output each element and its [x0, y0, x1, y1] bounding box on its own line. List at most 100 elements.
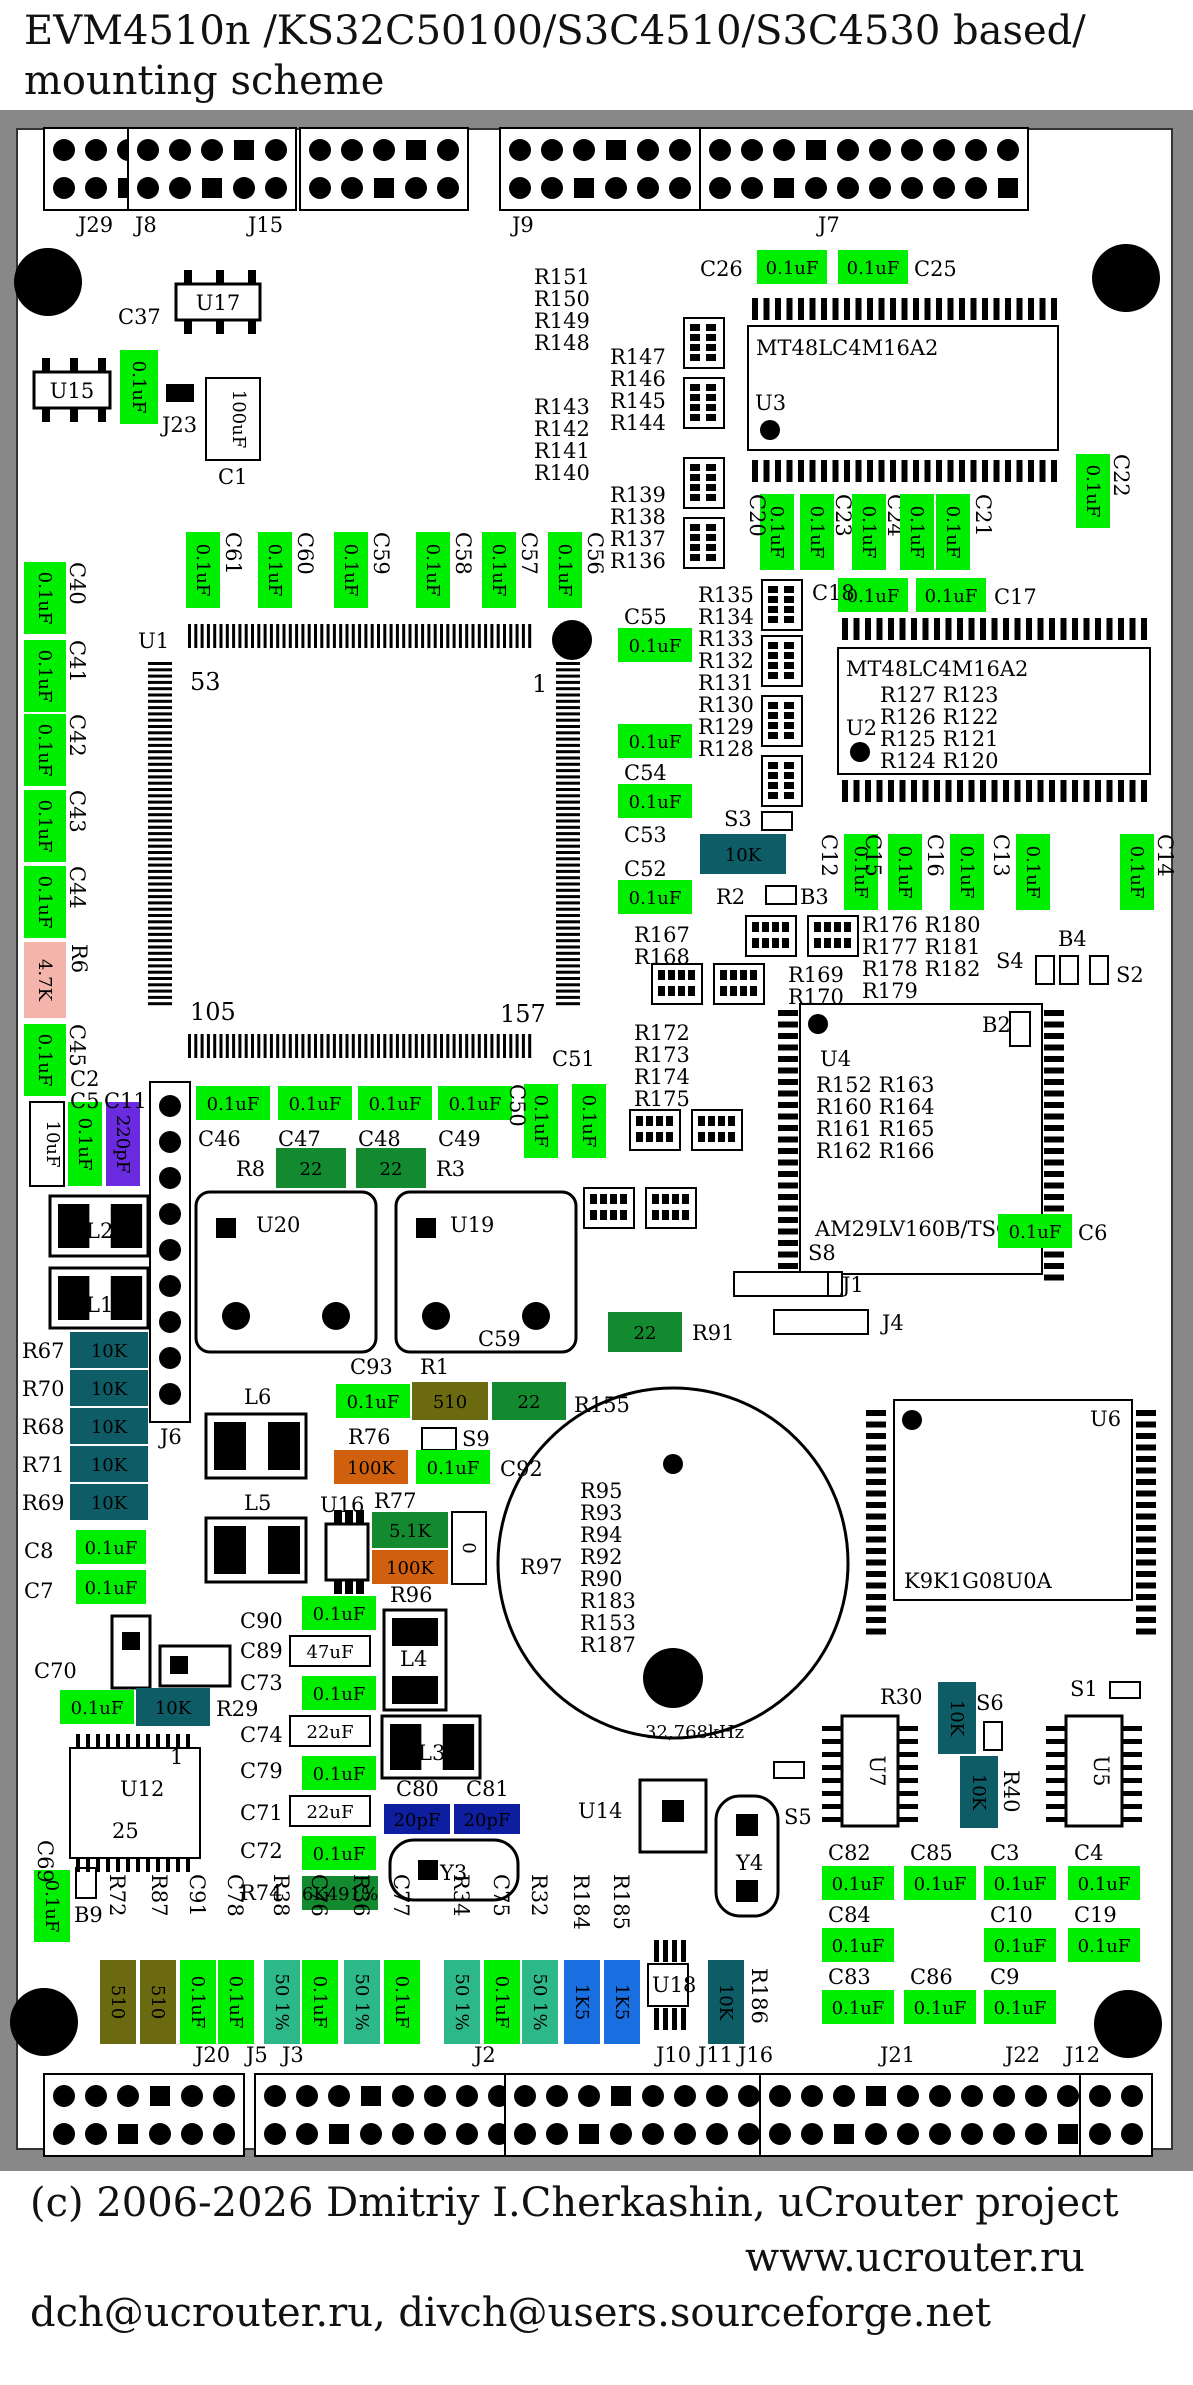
capacitor-label-c86: C86: [910, 1965, 953, 1989]
resistor-array-h4-pad: [740, 970, 747, 980]
capacitor-label-c54: C54: [624, 761, 667, 785]
ic-u18-pin: [1046, 1778, 1066, 1783]
capacitor-c58-value: 0.1uF: [422, 544, 443, 597]
u1-pin: [288, 624, 292, 648]
header-j3-pin: [329, 2124, 349, 2144]
resistor-label-r67: R67: [22, 1339, 65, 1363]
capacitor-mid-3-body: [618, 784, 692, 818]
u1-pin: [556, 832, 580, 836]
capacitor-label-c59b: C59: [478, 1327, 521, 1351]
u1-pin: [320, 624, 324, 648]
u1-pin: [383, 624, 387, 648]
resistor-array-h4-pad: [740, 986, 747, 996]
capacitor-c42-value: 0.1uF: [34, 724, 55, 777]
regulator-u17-label: U17: [196, 291, 240, 315]
u3-pin: [878, 460, 885, 482]
u1-pin: [556, 743, 580, 747]
u1-pin: [395, 624, 399, 648]
u12-pin: [116, 1858, 120, 1872]
ic-u18-pin: [1122, 1739, 1142, 1744]
u2-ref-label: U2: [846, 716, 877, 740]
bottom-label-r38: R38: [269, 1874, 293, 1917]
header-j12-pin: [1121, 2123, 1143, 2145]
u1-pin: [320, 1034, 324, 1058]
u3-pin: [924, 460, 931, 482]
header-j20-pin: [53, 2123, 75, 2145]
switch-s4: [1035, 955, 1055, 985]
capacitor-label-c37: C37: [118, 305, 161, 329]
u1-pin: [148, 781, 172, 785]
bottom-label-r87: R87: [147, 1874, 171, 1917]
u12-pin: [166, 1858, 170, 1872]
resistor-r40-value: 10K: [968, 1774, 989, 1811]
u1-pin: [556, 680, 580, 684]
u4-resistor-label: R161 R165: [816, 1117, 934, 1141]
u4-resistor-label: R162 R166: [816, 1139, 934, 1163]
u2-pin: [1083, 780, 1090, 802]
u1-pin: [477, 624, 481, 648]
capacitor-label-c72: C72: [240, 1839, 283, 1863]
u3-pin: [1039, 460, 1046, 482]
u6-pin: [866, 1571, 886, 1577]
capacitor-c3-value: 0.1uF: [994, 1874, 1047, 1895]
header-j20-pin: [85, 2123, 107, 2145]
u1-pin: [556, 731, 580, 735]
connector-j6-pin: [159, 1131, 181, 1153]
u6-pin: [866, 1444, 886, 1451]
u5-pin: [672, 1940, 677, 1962]
u4-pin: [778, 1171, 798, 1177]
capacitor-c21-body: [900, 494, 934, 570]
u3-pin: [901, 460, 908, 482]
u4-pin: [778, 1251, 798, 1258]
u5-pin: [663, 2008, 668, 2030]
header-j7-pin: [965, 139, 987, 161]
header-j15b-pin: [405, 177, 427, 199]
bottom-component-9-value: 50 1%: [451, 1973, 472, 2030]
capacitor-c61-value: 0.1uF: [192, 544, 213, 597]
capacitor-label-c4: C4: [1074, 1841, 1103, 1865]
u1-pin: [148, 939, 172, 943]
capacitor-c70-value: 0.1uF: [71, 1698, 124, 1719]
capacitor-mid-2-value: 0.1uF: [629, 732, 682, 753]
header-j20-pin: [117, 2085, 139, 2107]
resistor-array-h6-pad: [698, 1116, 705, 1126]
u2-pin: [1026, 618, 1032, 640]
resistor-r91-value: 22: [634, 1323, 657, 1344]
header-j15b-pin: [341, 139, 363, 161]
bottom-component-5-value: 50 1%: [271, 1973, 292, 2030]
regulator-u16: [324, 1522, 370, 1582]
bottom-component-10-body: [484, 1960, 520, 2044]
u2-pin: [1060, 618, 1067, 640]
u6-pin: [866, 1456, 886, 1462]
resistor-array-2-pad: [690, 394, 700, 401]
capacitor-label-c21b: C21: [971, 494, 995, 537]
u3-pin: [855, 298, 862, 320]
capacitor-label-c56: C56: [583, 532, 607, 575]
u2-pin: [876, 780, 883, 802]
bottom-component-3-body: [180, 1960, 216, 2044]
capacitor-c20-value: 0.1uF: [766, 506, 787, 559]
u1-pin: [440, 1034, 443, 1058]
u4-pin: [1044, 1194, 1064, 1200]
resistor-label-r3: R3: [436, 1157, 465, 1181]
capacitor-c46-value: 0.1uF: [207, 1094, 260, 1115]
header-j20-pin: [181, 2085, 203, 2107]
capacitor-c7-body: [76, 1570, 146, 1604]
regulator-u20-pad: [322, 1302, 350, 1330]
u1-pin: [446, 624, 450, 648]
capacitor-c73-body: [302, 1676, 376, 1710]
u1-pin: [148, 869, 172, 873]
u1-pin: [148, 926, 172, 930]
resistor-array-h5-pad: [646, 1132, 653, 1142]
resistor-array-7-pad: [784, 722, 794, 729]
resistor-array-h5-pad: [646, 1116, 653, 1126]
capacitor-label-c41: C41: [65, 640, 89, 683]
u1-pin: [148, 706, 172, 710]
capacitor-label-c40: C40: [65, 562, 89, 605]
bottom-label-c78: C78: [223, 1874, 247, 1917]
capacitor-c60-body: [258, 532, 292, 608]
capacitor-label-c43: C43: [65, 790, 89, 833]
u6-pin: [866, 1410, 886, 1416]
bottom-component-13-value: 1K5: [611, 1984, 632, 2020]
switch-s9: [421, 1427, 457, 1451]
